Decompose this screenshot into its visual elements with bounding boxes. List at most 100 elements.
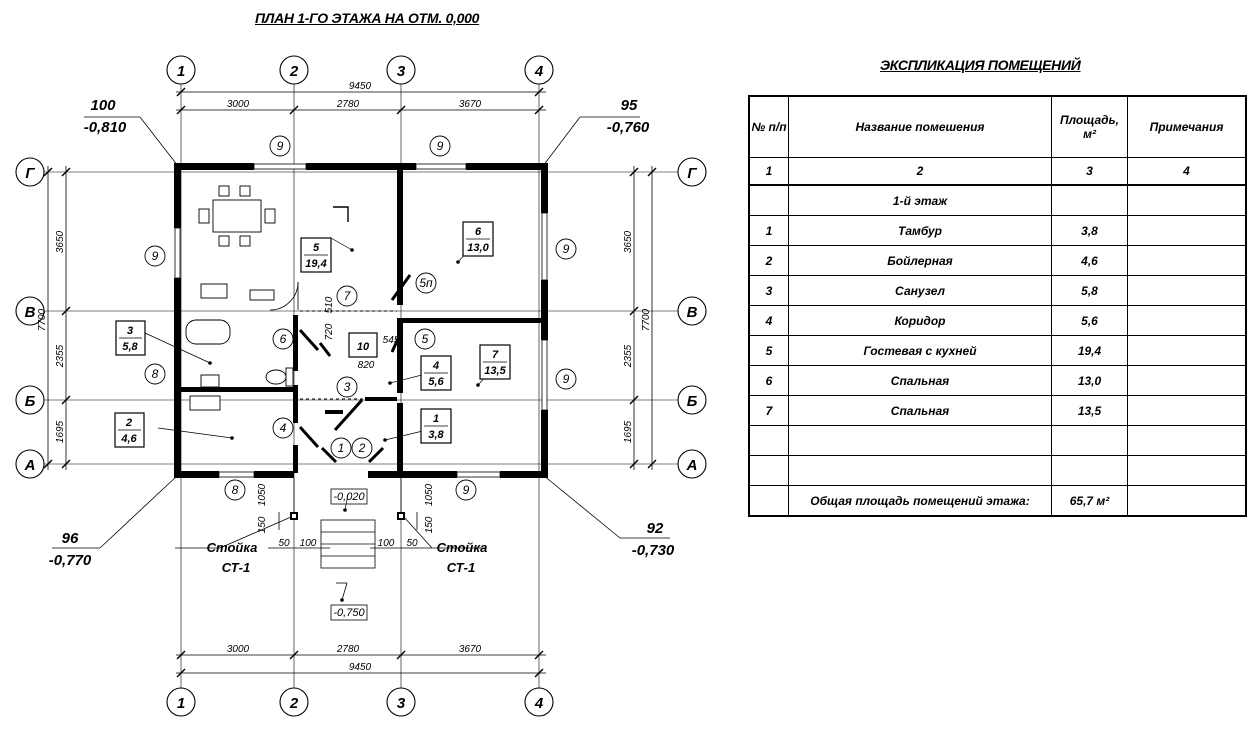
dim-total-x-bottom: 9450: [349, 662, 372, 673]
room-5-num: 5: [313, 242, 320, 254]
col-number-4: 4: [1127, 157, 1247, 186]
room-4-num: 4: [432, 360, 439, 372]
level-num-92: 92: [647, 520, 664, 537]
dim-820: 820: [358, 360, 375, 371]
marker-5: 5: [422, 332, 429, 346]
axis-label-v: В: [25, 304, 36, 321]
marker-9-left: 9: [152, 249, 159, 263]
axis-label-g: Г: [25, 165, 35, 182]
table-row: 2 Бойлерная 4,6: [748, 245, 1247, 276]
dim-545: 545: [383, 335, 400, 346]
axis-label-b: Б: [25, 393, 36, 410]
header-notes: Примечания: [1127, 95, 1247, 158]
windows: [174, 163, 548, 478]
level-mark-porch: -0,020: [333, 491, 365, 503]
marker-9-right-upper: 9: [563, 242, 570, 256]
room-7-area: 13,5: [484, 365, 506, 377]
dim-x3-bottom: 3670: [459, 644, 482, 655]
marker-6: 6: [280, 332, 287, 346]
level-mark-0760: -0,760: [607, 119, 650, 136]
room-3-area: 5,8: [122, 341, 138, 353]
dim-y1-left: 3650: [55, 230, 66, 253]
level-leaders: [52, 116, 670, 601]
explication-table: № п/п Название помешения Площадь, м² При…: [748, 95, 1247, 517]
room-2-num: 2: [125, 417, 132, 429]
column-label-left: Стойка: [207, 540, 258, 555]
room-1-num: 1: [433, 413, 439, 425]
axis-label-4-bottom: 4: [534, 695, 544, 712]
dim-porch-50-right: 50: [406, 538, 418, 549]
floor-label: 1-й этаж: [788, 184, 1052, 216]
level-num-100: 100: [90, 97, 116, 114]
header-area: Площадь, м²: [1051, 95, 1128, 158]
floor-plan-drawing: 1 2 3 4 1 2 3 4 Г В Б А Г В Б А 9450 300…: [15, 55, 707, 717]
marker-8-left: 8: [152, 367, 159, 381]
column-code-right: СТ-1: [447, 560, 475, 575]
level-mark-0770: -0,770: [49, 552, 92, 569]
room-3-num: 3: [127, 325, 133, 337]
room-6-num: 6: [475, 226, 482, 238]
axis-label-4: 4: [534, 63, 544, 80]
dim-porch-1050-left: 1050: [257, 483, 268, 506]
table-empty-row: [748, 425, 1247, 456]
table-row: 4 Коридор 5,6: [748, 305, 1247, 336]
marker-4: 4: [280, 421, 287, 435]
dim-x2-top: 2780: [336, 99, 360, 110]
axis-grid-lines: [42, 82, 680, 690]
axis-label-3: 3: [397, 63, 406, 80]
dim-total-y-left: 7700: [37, 308, 48, 331]
axis-label-3-bottom: 3: [397, 695, 406, 712]
dim-porch-50-left: 50: [278, 538, 290, 549]
header-number: № п/п: [748, 95, 789, 158]
marker-9-top-right: 9: [437, 139, 444, 153]
axis-label-v-right: В: [687, 304, 698, 321]
table-row: 7 Спальная 13,5: [748, 395, 1247, 426]
dim-x1-bottom: 3000: [227, 644, 250, 655]
dim-porch-1050-right: 1050: [424, 483, 435, 506]
level-mark-0730: -0,730: [632, 542, 675, 559]
table-floor-row: 1-й этаж: [748, 184, 1247, 216]
table-total-row: Общая площадь помещений этажа: 65,7 м²: [748, 485, 1247, 517]
dim-x3-top: 3670: [459, 99, 482, 110]
walls: [174, 163, 548, 478]
dim-y3-right: 1695: [623, 420, 634, 443]
marker-9-right-lower: 9: [563, 372, 570, 386]
table-empty-row: [748, 455, 1247, 486]
table-row: 6 Спальная 13,0: [748, 365, 1247, 396]
marker-9-bottom: 9: [463, 483, 470, 497]
column-code-left: СТ-1: [222, 560, 250, 575]
marker-circles: [144, 135, 577, 501]
col-number-2: 2: [788, 157, 1052, 186]
axis-label-2-bottom: 2: [289, 695, 299, 712]
header-name: Название помешения: [788, 95, 1052, 158]
axis-label-a: А: [24, 457, 36, 474]
marker-5p: 5п: [419, 276, 433, 290]
furniture: [185, 185, 294, 411]
room-2-area: 4,6: [120, 433, 137, 445]
dim-porch-100-left: 100: [300, 538, 317, 549]
room-4-area: 5,6: [428, 376, 444, 388]
dim-x1-top: 3000: [227, 99, 250, 110]
table-column-numbers-row: 1 2 3 4: [748, 157, 1247, 186]
dim-porch-150-left: 150: [257, 516, 268, 533]
marker-8-bottom: 8: [232, 483, 239, 497]
dim-total-y-right: 7700: [641, 308, 652, 331]
room-10-label: 10: [357, 341, 370, 353]
total-area: 65,7 м²: [1051, 485, 1128, 517]
marker-2: 2: [358, 441, 366, 455]
doors: [298, 274, 412, 464]
table-row: 1 Тамбур 3,8: [748, 215, 1247, 246]
dim-x2-bottom: 2780: [336, 644, 360, 655]
level-num-96: 96: [62, 530, 79, 547]
explication-title: ЭКСПЛИКАЦИЯ ПОМЕЩЕНИЙ: [880, 57, 1081, 73]
marker-7: 7: [344, 289, 352, 303]
room-7-num: 7: [492, 349, 499, 361]
axis-label-1: 1: [177, 63, 185, 80]
dimension-lines: [47, 91, 653, 674]
level-num-95: 95: [621, 97, 638, 114]
axis-label-a-right: А: [686, 457, 698, 474]
dim-510: 510: [324, 296, 335, 313]
axis-label-g-right: Г: [687, 165, 697, 182]
marker-1: 1: [338, 441, 345, 455]
room-1-area: 3,8: [428, 429, 444, 441]
